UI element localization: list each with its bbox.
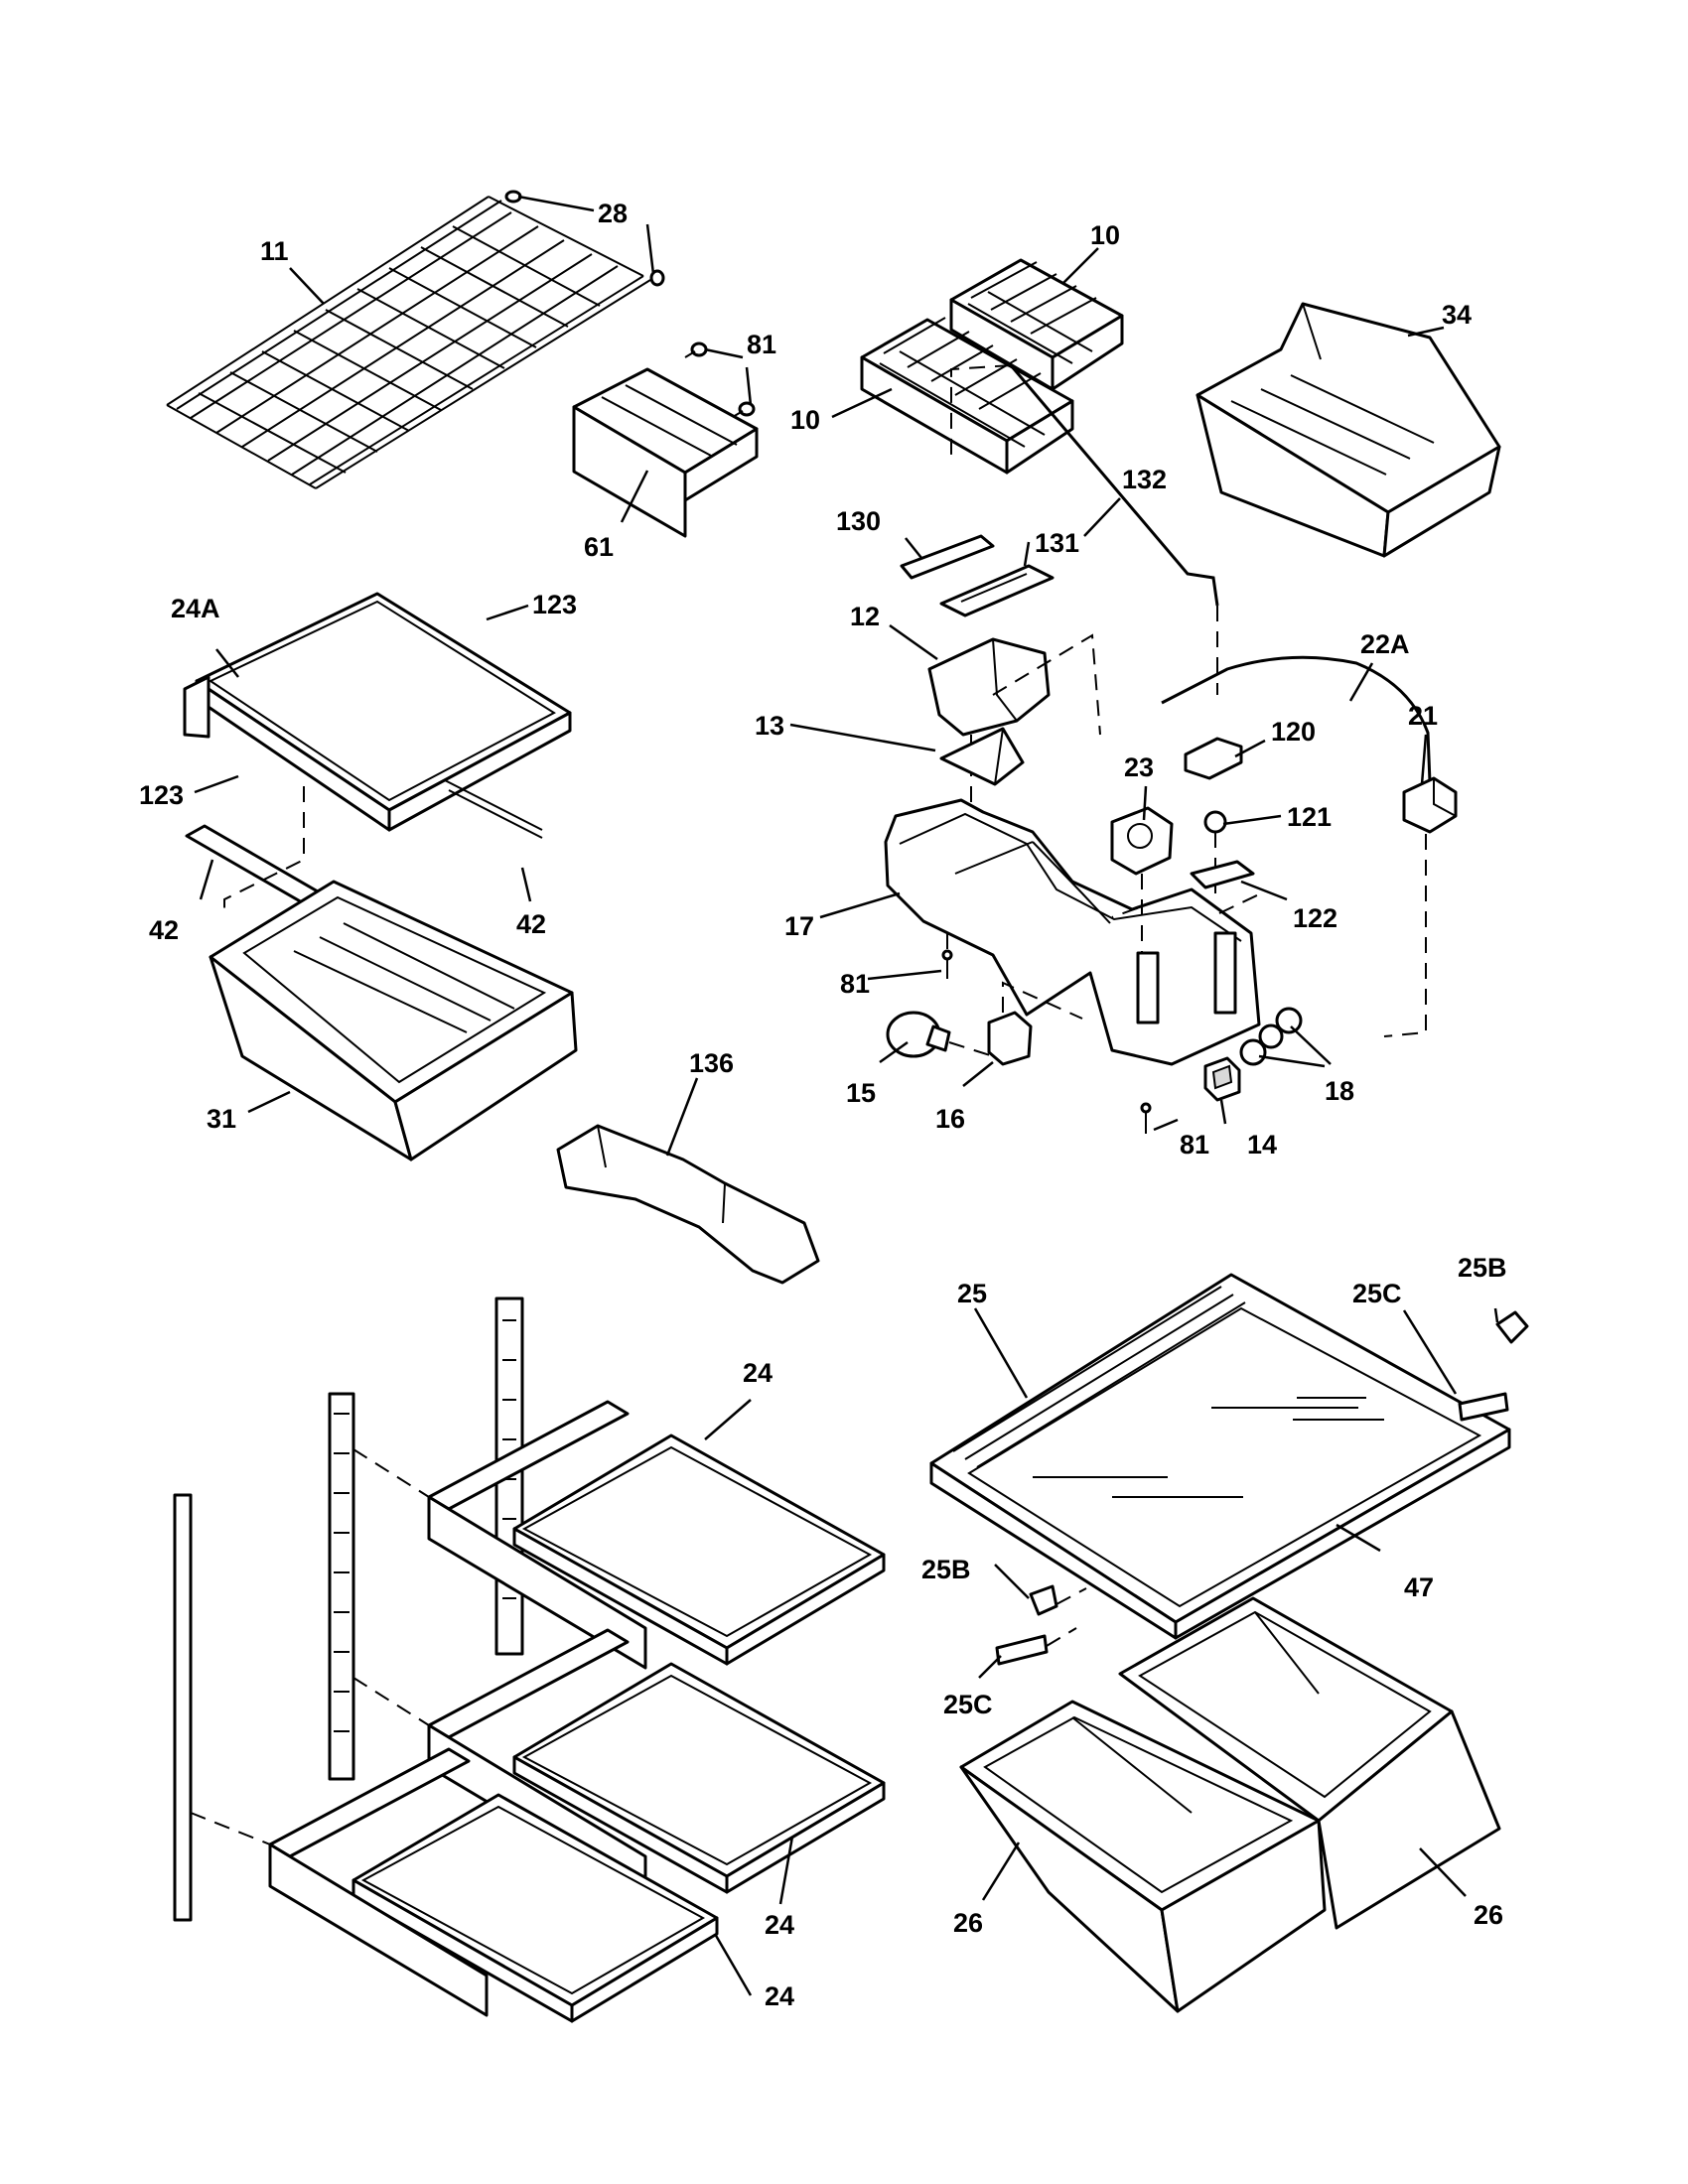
part-drawer-31 [209, 880, 578, 1161]
part-housing-17 [884, 798, 1262, 1066]
part-plug-21 [1383, 776, 1458, 1037]
part-shelf-24-bottom [190, 1747, 719, 2023]
label-24-bottom: 24 [765, 1981, 794, 2011]
label-25C-top: 25C [1352, 1279, 1402, 1308]
leader-lines [194, 195, 1499, 1996]
part-130 [900, 534, 995, 580]
part-cover-25 [929, 1273, 1511, 1640]
label-11: 11 [260, 236, 289, 266]
part-shelf-24A [183, 592, 572, 839]
part-wire-132 [950, 364, 1219, 695]
label-21: 21 [1408, 701, 1438, 731]
label-12: 12 [850, 602, 880, 631]
part-bracket-61 [572, 341, 759, 538]
label-120: 120 [1271, 717, 1316, 747]
part-wire-shelf [166, 196, 651, 489]
part-131 [939, 564, 1055, 617]
part-bin-34 [1196, 302, 1501, 558]
label-81-mid: 81 [840, 969, 870, 999]
label-81-top: 81 [747, 330, 776, 359]
label-42-right: 42 [516, 909, 546, 939]
part-drawer-26-left [959, 1700, 1327, 2013]
label-23: 23 [1124, 752, 1154, 782]
part-wire-22A [1161, 655, 1432, 783]
callout-labels: 28 11 81 61 10 10 34 132 130 131 12 24A … [139, 199, 1507, 2011]
part-shelf-24-top [352, 1400, 886, 1670]
label-16: 16 [935, 1104, 965, 1134]
part-25B-top [1495, 1310, 1529, 1344]
part-switch-14 [1203, 1056, 1241, 1102]
label-15: 15 [846, 1078, 876, 1108]
label-28: 28 [598, 199, 628, 228]
part-121 [1203, 810, 1227, 893]
part-122 [1190, 860, 1255, 889]
label-10-left: 10 [790, 405, 820, 435]
part-chute-13 [939, 727, 1025, 786]
label-25B-top: 25B [1458, 1253, 1507, 1283]
part-knobs-18 [1239, 1007, 1303, 1066]
part-120 [1184, 737, 1243, 780]
label-25: 25 [957, 1279, 987, 1308]
part-rail-vertical-2 [328, 1392, 355, 1781]
part-25C-bottom [995, 1627, 1077, 1666]
label-24A: 24A [171, 594, 220, 623]
part-bulb-15 [886, 1011, 994, 1058]
label-22A: 22A [1360, 629, 1410, 659]
label-47: 47 [1404, 1572, 1434, 1602]
label-14: 14 [1247, 1130, 1277, 1160]
label-130: 130 [836, 506, 881, 536]
label-26-right: 26 [1474, 1900, 1503, 1930]
label-121: 121 [1287, 802, 1332, 832]
part-rail-vertical-3 [173, 1493, 193, 1922]
label-136: 136 [689, 1048, 734, 1078]
label-42-left: 42 [149, 915, 179, 945]
label-10-top: 10 [1090, 220, 1120, 250]
part-drawer-26-right [1118, 1596, 1501, 1930]
label-61: 61 [584, 532, 614, 562]
label-132: 132 [1122, 465, 1167, 494]
label-26-left: 26 [953, 1908, 983, 1938]
label-81-bottom: 81 [1180, 1130, 1209, 1160]
label-17: 17 [784, 911, 814, 941]
label-123-top: 123 [532, 590, 577, 619]
part-shelf-caps [504, 190, 665, 287]
part-cover-136 [556, 1124, 820, 1285]
part-screw-81-b [941, 933, 953, 979]
part-socket-16 [987, 981, 1083, 1066]
label-122: 122 [1293, 903, 1337, 933]
label-34: 34 [1442, 300, 1472, 330]
part-motor-23 [1110, 806, 1174, 953]
part-screw-81-c [1140, 1102, 1152, 1134]
label-131: 131 [1035, 528, 1079, 558]
label-25B-bottom: 25B [921, 1555, 971, 1584]
part-25B-bottom [1029, 1584, 1087, 1616]
label-24-top: 24 [743, 1358, 773, 1388]
label-25C-bottom: 25C [943, 1690, 993, 1719]
part-ice-tray-upper [949, 258, 1124, 391]
label-13: 13 [755, 711, 784, 741]
part-bucket-12 [927, 633, 1101, 814]
label-24-mid: 24 [765, 1910, 794, 1940]
part-25C-top [1458, 1392, 1509, 1422]
label-18: 18 [1325, 1076, 1354, 1106]
label-31: 31 [207, 1104, 236, 1134]
label-123-left: 123 [139, 780, 184, 810]
